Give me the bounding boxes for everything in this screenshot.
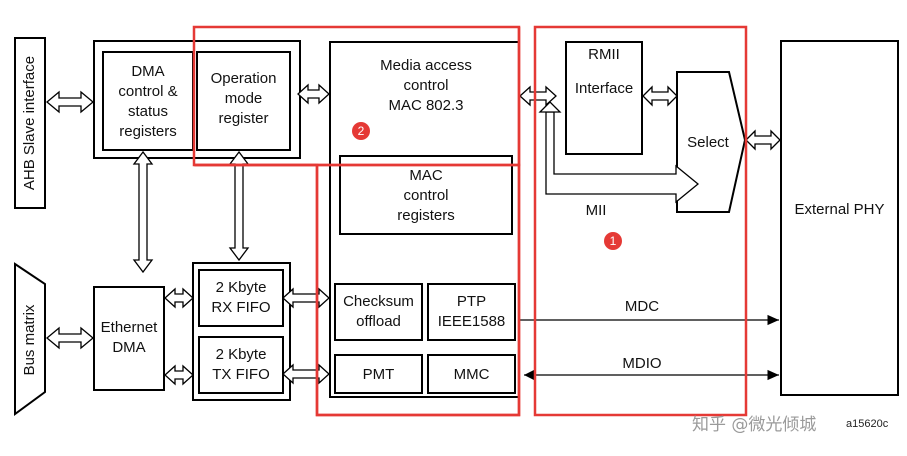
rx-fifo-box [198,269,284,327]
mdc-signal-label: MDC [624,298,660,315]
bus-matrix-label: Bus matrix [21,304,38,376]
mac-ctrl-box [339,155,513,235]
mac-title-label: Media access control MAC 802.3 [380,57,472,114]
rx-fifo-label: 2 Kbyte RX FIFO [211,279,271,316]
checksum-label: Checksum offload [343,293,414,330]
mac-ctrl-label: MAC control registers [397,167,455,224]
dma-regs-outer-box [93,40,301,159]
select-label: Select [687,134,729,151]
ahb-slave-label: AHB Slave interface [21,55,38,191]
mii-path [538,101,700,204]
fifo-mac-arrows [282,287,330,385]
dma-regs-box [102,51,194,151]
ext-phy-box [780,40,899,396]
mii-signal-label: MII [585,202,607,219]
double-arrows [45,83,781,386]
mmc-box [427,354,516,394]
eth-dma-box [93,286,165,391]
tx-fifo-label: 2 Kbyte TX FIFO [212,346,270,383]
bus-matrix-shape [14,262,46,416]
eth-dma-label: Ethernet DMA [100,319,158,356]
rmii-box [565,41,643,155]
ahb-slave-interface-box [14,37,46,209]
badge-two: 2 [352,122,370,140]
ptp-box [427,283,516,341]
ptp-label: PTP IEEE1588 [437,293,506,330]
badge-one: 1 [604,232,622,250]
op-mode-label: Operation mode register [210,70,277,127]
highlight-phy-interface [533,25,748,417]
pmt-box [334,354,423,394]
rmii-label: RMII Interface [574,46,634,97]
watermark-text: 知乎 @微光倾城 [692,415,817,435]
pmt-label: PMT [362,366,395,383]
tx-fifo-box [198,336,284,394]
dma-regs-label: DMA control & status registers [118,63,178,140]
op-mode-box [196,51,291,151]
figure-code: a15620c [846,418,889,430]
ext-phy-label: External PHY [794,201,885,218]
checksum-box [334,283,423,341]
mdio-signal-label: MDIO [622,355,662,372]
mmc-label: MMC [453,366,490,383]
